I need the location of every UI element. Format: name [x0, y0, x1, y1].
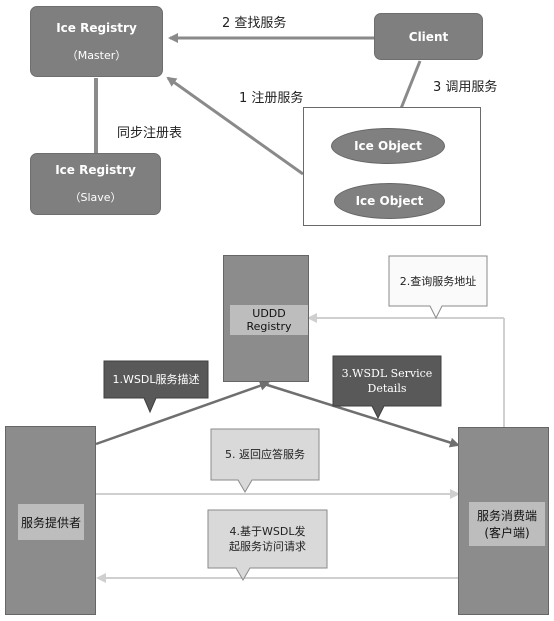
- service-details-callout-shape: [332, 355, 442, 420]
- wsdl-desc-callout-shape: [103, 360, 209, 414]
- ice-object-2: Ice Object: [334, 183, 445, 219]
- master-registry-title: Ice Registry: [56, 20, 137, 35]
- slave-registry-box: Ice Registry （Slave）: [30, 153, 161, 215]
- register-service-label: 1 注册服务: [239, 91, 304, 106]
- query-address-callout: 2.查询服务地址: [399, 274, 477, 288]
- service-details-line1: 3.WSDL Service: [341, 367, 433, 380]
- slave-registry-subtitle: （Slave）: [69, 191, 122, 204]
- find-service-label: 2 查找服务: [222, 16, 287, 31]
- service-details-callout: 3.WSDL Service Details: [333, 356, 441, 406]
- client-title: Client: [408, 29, 449, 44]
- service-provider-label: 服务提供者: [18, 504, 84, 540]
- service-consumer-line2: (客户端): [484, 526, 530, 540]
- master-registry-box: Ice Registry （Master）: [30, 6, 163, 77]
- request-callout: 4.基于WSDL发 起服务访问请求: [208, 510, 327, 568]
- master-registry-subtitle: （Master）: [66, 48, 127, 62]
- request-line1: 4.基于WSDL发: [229, 525, 306, 538]
- client-box: Client: [374, 13, 483, 60]
- service-details-arrow: [260, 381, 460, 448]
- wsdl-desc-arrow: [95, 380, 270, 446]
- query-address-callout-shape: [388, 255, 488, 320]
- response-callout-shape: [210, 428, 320, 493]
- ice-object-1: Ice Object: [331, 128, 445, 164]
- slave-registry-title: Ice Registry: [55, 163, 136, 177]
- sync-registry-label: 同步注册表: [117, 126, 183, 141]
- response-callout: 5. 返回应答服务: [225, 448, 305, 461]
- service-consumer-label: 服务消费端 (客户端): [469, 502, 545, 546]
- register-service-arrow: [166, 76, 304, 176]
- uddi-registry-label: UDDD Registry: [230, 305, 308, 335]
- service-details-line2: Details: [367, 382, 407, 395]
- request-line2: 起服务访问请求: [229, 540, 306, 553]
- call-service-label: 3 调用服务: [433, 80, 498, 95]
- request-callout-shape: [207, 509, 328, 581]
- service-consumer-line1: 服务消费端: [476, 509, 537, 523]
- wsdl-desc-callout: 1.WSDL服务描述: [112, 373, 200, 386]
